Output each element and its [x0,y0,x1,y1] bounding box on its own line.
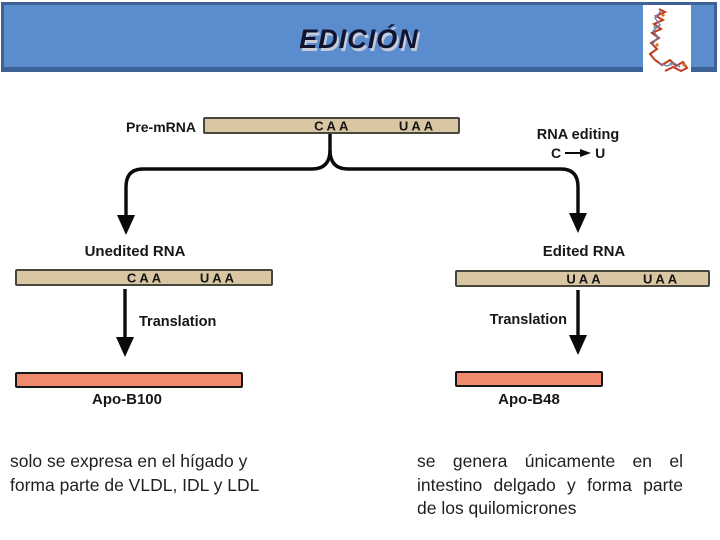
apo-b100-bar [15,372,243,388]
branch-line-right [328,149,580,216]
branch-line-left [124,133,332,218]
codon-caa: CAA [314,118,352,133]
rna-molecule-image [643,5,691,78]
note-line: solo se expresa en el hígado y [10,451,248,471]
codon-caa: CAA [126,270,165,285]
note-line: de los quilomicrones [417,498,577,518]
header-bar: EDICIÓN [1,2,717,72]
apo-b100-label: Apo-B100 [91,391,162,408]
unedited-rna-label: Unedited RNA [84,243,186,260]
apo-b48-bar [455,371,603,387]
apo-b48-label: Apo-B48 [498,391,560,408]
page-title: EDICIÓN [299,23,419,54]
note-line: se genera únicamente en el [417,451,683,471]
codon-uaa: UAA [199,270,238,285]
edited-rna-bar: UAA UAA [455,270,710,287]
editing-to: U [595,145,606,161]
editing-from: C [551,145,562,161]
unedited-rna-bar: CAA UAA [15,269,273,286]
pre-mrna-bar: CAA UAA [203,117,460,134]
translation-label-left: Translation [139,314,217,330]
rna-molecule-icon [648,8,689,73]
pre-mrna-label: Pre-mRNA [125,119,196,135]
arrowhead-translation-right [569,335,587,355]
note-line: forma parte de VLDL, IDL y LDL [10,474,260,495]
note-apo-b100: solo se expresa en el hígado y forma par… [10,450,300,497]
arrowhead-translation-left [116,337,134,357]
arrowhead-unedited [117,215,135,235]
rna-editing-label: RNA editing [536,127,620,143]
note-apo-b48: se genera únicamente en el intestino del… [417,450,683,521]
codon-uaa: UAA [398,118,437,133]
edited-rna-label: Edited RNA [542,243,626,260]
note-line: intestino delgado y forma parte [417,474,683,495]
c-to-u-arrow-icon [565,149,592,157]
translation-label-right: Translation [489,312,567,328]
arrowhead-edited [569,213,587,233]
codon-uaa: UAA [642,271,681,286]
codon-uaa: UAA [566,271,604,286]
c-to-u-annotation: C U [551,145,605,161]
